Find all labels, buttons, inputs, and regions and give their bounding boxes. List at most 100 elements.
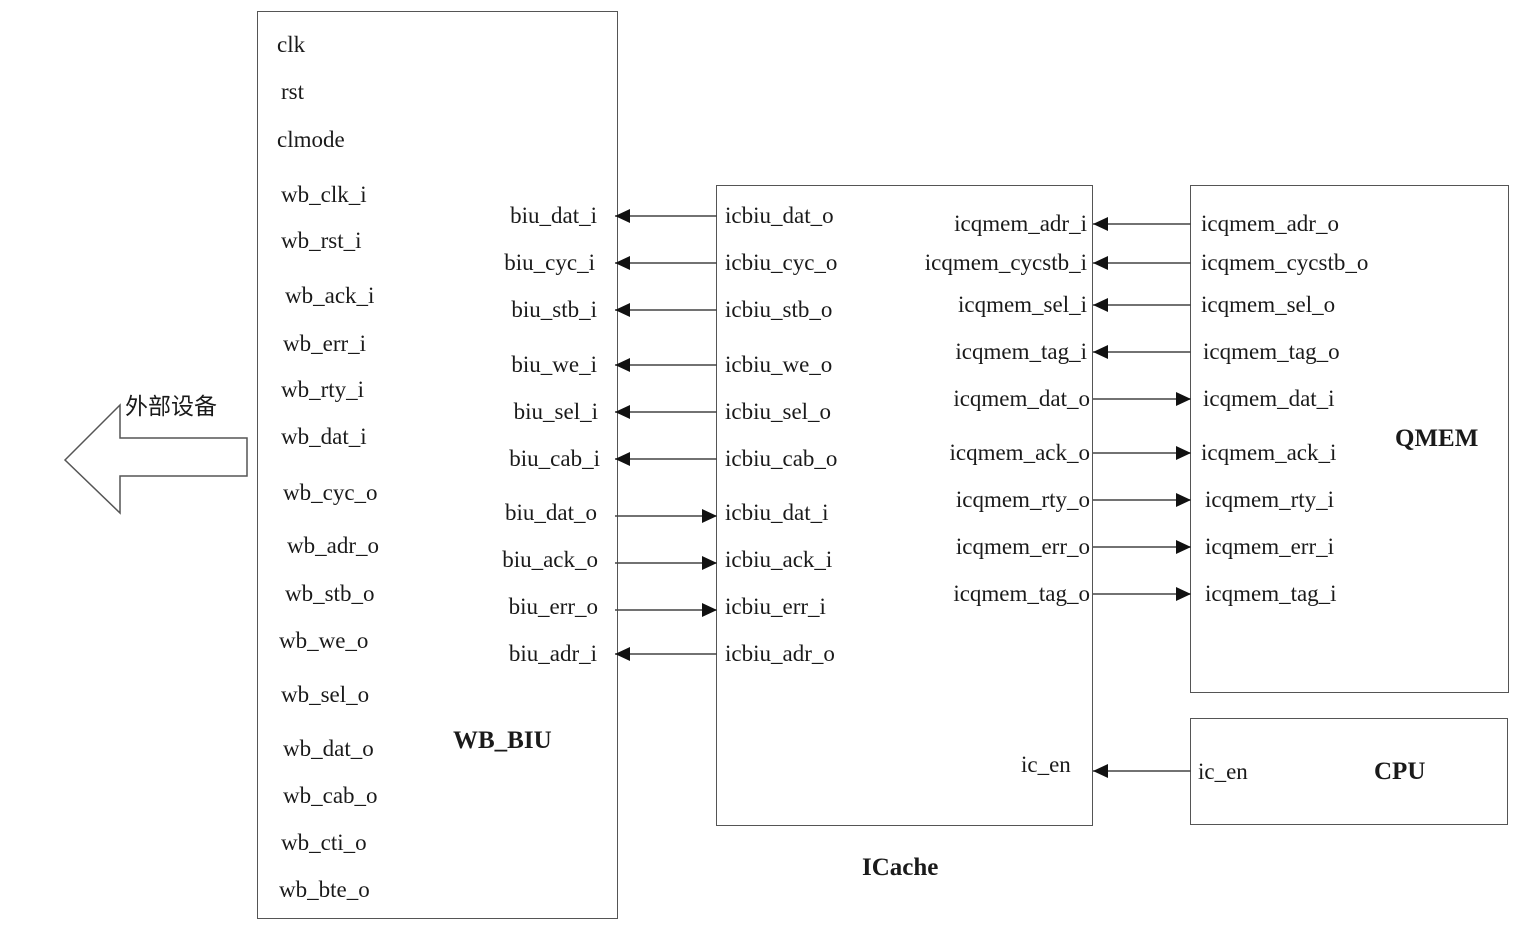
icache-port-icqmem-sel-i: icqmem_sel_i [957, 292, 1087, 317]
wb-biu-port-biu-dat-o: biu_dat_o [505, 500, 597, 525]
wb-biu-port-wb-adr-o: wb_adr_o [287, 533, 379, 558]
icache-port-icbiu-ack-i: icbiu_ack_i [725, 547, 833, 572]
wb-biu-port-wb-sel-o: wb_sel_o [281, 682, 370, 707]
wire-ic-en [1093, 764, 1191, 778]
wb-biu-port-wb-ack-i: wb_ack_i [285, 283, 375, 308]
arrowhead-icon [615, 405, 630, 419]
qmem-block [1190, 185, 1509, 693]
icache-port-icqmem-dat-o: icqmem_dat_o [953, 386, 1090, 411]
wire-icbiu-ack-i [615, 556, 717, 570]
wb-biu-port-wb-dat-o: wb_dat_o [283, 736, 374, 761]
wire-icqmem-sel-o [1093, 298, 1191, 312]
wb-biu-port-wb-stb-o: wb_stb_o [285, 581, 375, 606]
wb-biu-port-wb-err-i: wb_err_i [283, 331, 367, 356]
icache-port-icqmem-rty-o: icqmem_rty_o [955, 487, 1090, 512]
wb-biu-port-biu-stb-i: biu_stb_i [511, 297, 597, 322]
arrowhead-icon [1176, 540, 1191, 554]
wire-icbiu-dat-o [615, 209, 717, 223]
wb-biu-port-wb-dat-i: wb_dat_i [281, 424, 367, 449]
wire-icbiu-sel-o [615, 405, 717, 419]
wb-biu-port-biu-we-i: biu_we_i [511, 352, 597, 377]
icache-port-icqmem-tag-o: icqmem_tag_o [953, 581, 1090, 606]
arrowhead-icon [615, 647, 630, 661]
icache-port-icbiu-cyc-o: icbiu_cyc_o [725, 250, 838, 275]
wire-icqmem-tag-i [1093, 587, 1191, 601]
cpu-title: CPU [1374, 758, 1426, 785]
wire-icbiu-we-o [615, 358, 717, 372]
wb-biu-port-wb-rst-i: wb_rst_i [281, 228, 362, 253]
wb-biu-port-wb-cab-o: wb_cab_o [283, 783, 378, 808]
icache-port-icbiu-adr-o: icbiu_adr_o [725, 641, 835, 666]
cpu-block [1190, 718, 1508, 825]
arrowhead-icon [702, 509, 717, 523]
wire-icbiu-cab-o [615, 452, 717, 466]
icache-port-icbiu-stb-o: icbiu_stb_o [725, 297, 833, 322]
arrowhead-icon [1093, 256, 1108, 270]
arrowhead-icon [1176, 493, 1191, 507]
qmem-port-icqmem-adr-o: icqmem_adr_o [1201, 211, 1339, 236]
wb-biu-port-biu-cyc-i: biu_cyc_i [504, 250, 595, 275]
icache-port-icbiu-cab-o: icbiu_cab_o [725, 446, 838, 471]
arrowhead-icon [615, 303, 630, 317]
wire-icqmem-err-i [1093, 540, 1191, 554]
wb-biu-port-wb-we-o: wb_we_o [279, 628, 369, 653]
wb-biu-port-biu-cab-i: biu_cab_i [509, 446, 600, 471]
wb-biu-port-wb-clk-i: wb_clk_i [281, 182, 367, 207]
wb-biu-title: WB_BIU [453, 727, 552, 754]
icache-port-icqmem-ack-o: icqmem_ack_o [949, 440, 1090, 465]
wire-icqmem-tag-o [1093, 345, 1191, 359]
arrowhead-icon [615, 209, 630, 223]
icache-port-icqmem-cycstb-i: icqmem_cycstb_i [924, 250, 1087, 275]
wb-biu-port-wb-cti-o: wb_cti_o [281, 830, 367, 855]
wb-biu-port-biu-ack-o: biu_ack_o [502, 547, 598, 572]
wb-biu-port-biu-dat-i: biu_dat_i [510, 203, 597, 228]
icache-block [716, 185, 1093, 826]
arrowhead-icon [615, 452, 630, 466]
icache-title: ICache [862, 854, 939, 881]
qmem-port-icqmem-ack-i: icqmem_ack_i [1201, 440, 1337, 465]
wire-icqmem-adr-o [1093, 217, 1191, 231]
qmem-port-icqmem-tag-o: icqmem_tag_o [1203, 339, 1340, 364]
arrowhead-icon [615, 256, 630, 270]
external-device-arrow [63, 403, 248, 515]
arrowhead-icon [1093, 764, 1108, 778]
wb-biu-port-rst: rst [281, 79, 304, 104]
arrowhead-icon [1093, 217, 1108, 231]
cpu-port-ic-en: ic_en [1198, 759, 1248, 784]
icache-port-icbiu-sel-o: icbiu_sel_o [725, 399, 832, 424]
wire-icqmem-cycstb-o [1093, 256, 1191, 270]
arrowhead-icon [1176, 587, 1191, 601]
icache-port-icqmem-adr-i: icqmem_adr_i [954, 211, 1087, 236]
wire-icbiu-stb-o [615, 303, 717, 317]
arrowhead-icon [702, 603, 717, 617]
qmem-title: QMEM [1395, 425, 1479, 452]
wire-icqmem-ack-i [1093, 446, 1191, 460]
qmem-port-icqmem-tag-i: icqmem_tag_i [1205, 581, 1337, 606]
external-device-label: 外部设备 [125, 394, 217, 420]
qmem-port-icqmem-err-i: icqmem_err_i [1205, 534, 1335, 559]
qmem-port-icqmem-sel-o: icqmem_sel_o [1201, 292, 1336, 317]
icache-port-icqmem-err-o: icqmem_err_o [955, 534, 1090, 559]
icache-port-icbiu-err-i: icbiu_err_i [725, 594, 826, 619]
wire-icqmem-dat-i [1093, 392, 1191, 406]
icache-port-icbiu-dat-i: icbiu_dat_i [725, 500, 829, 525]
icache-port-icqmem-tag-i: icqmem_tag_i [955, 339, 1087, 364]
arrowhead-icon [615, 358, 630, 372]
wire-icbiu-cyc-o [615, 256, 717, 270]
wb-biu-port-clk: clk [277, 32, 306, 57]
icache-port-icbiu-we-o: icbiu_we_o [725, 352, 833, 377]
wb-biu-port-wb-bte-o: wb_bte_o [279, 877, 370, 902]
arrowhead-icon [702, 556, 717, 570]
qmem-port-icqmem-dat-i: icqmem_dat_i [1203, 386, 1335, 411]
arrowhead-icon [1176, 446, 1191, 460]
wb-biu-port-biu-adr-i: biu_adr_i [508, 641, 597, 666]
wb-biu-port-wb-cyc-o: wb_cyc_o [283, 480, 378, 505]
qmem-port-icqmem-rty-i: icqmem_rty_i [1205, 487, 1335, 512]
wb-biu-port-wb-rty-i: wb_rty_i [281, 377, 365, 402]
icache-port-ic-en: ic_en [1021, 752, 1071, 777]
qmem-port-icqmem-cycstb-o: icqmem_cycstb_o [1201, 250, 1369, 275]
wire-icbiu-adr-o [615, 647, 717, 661]
wb-biu-block [257, 11, 618, 919]
icache-port-icbiu-dat-o: icbiu_dat_o [725, 203, 834, 228]
